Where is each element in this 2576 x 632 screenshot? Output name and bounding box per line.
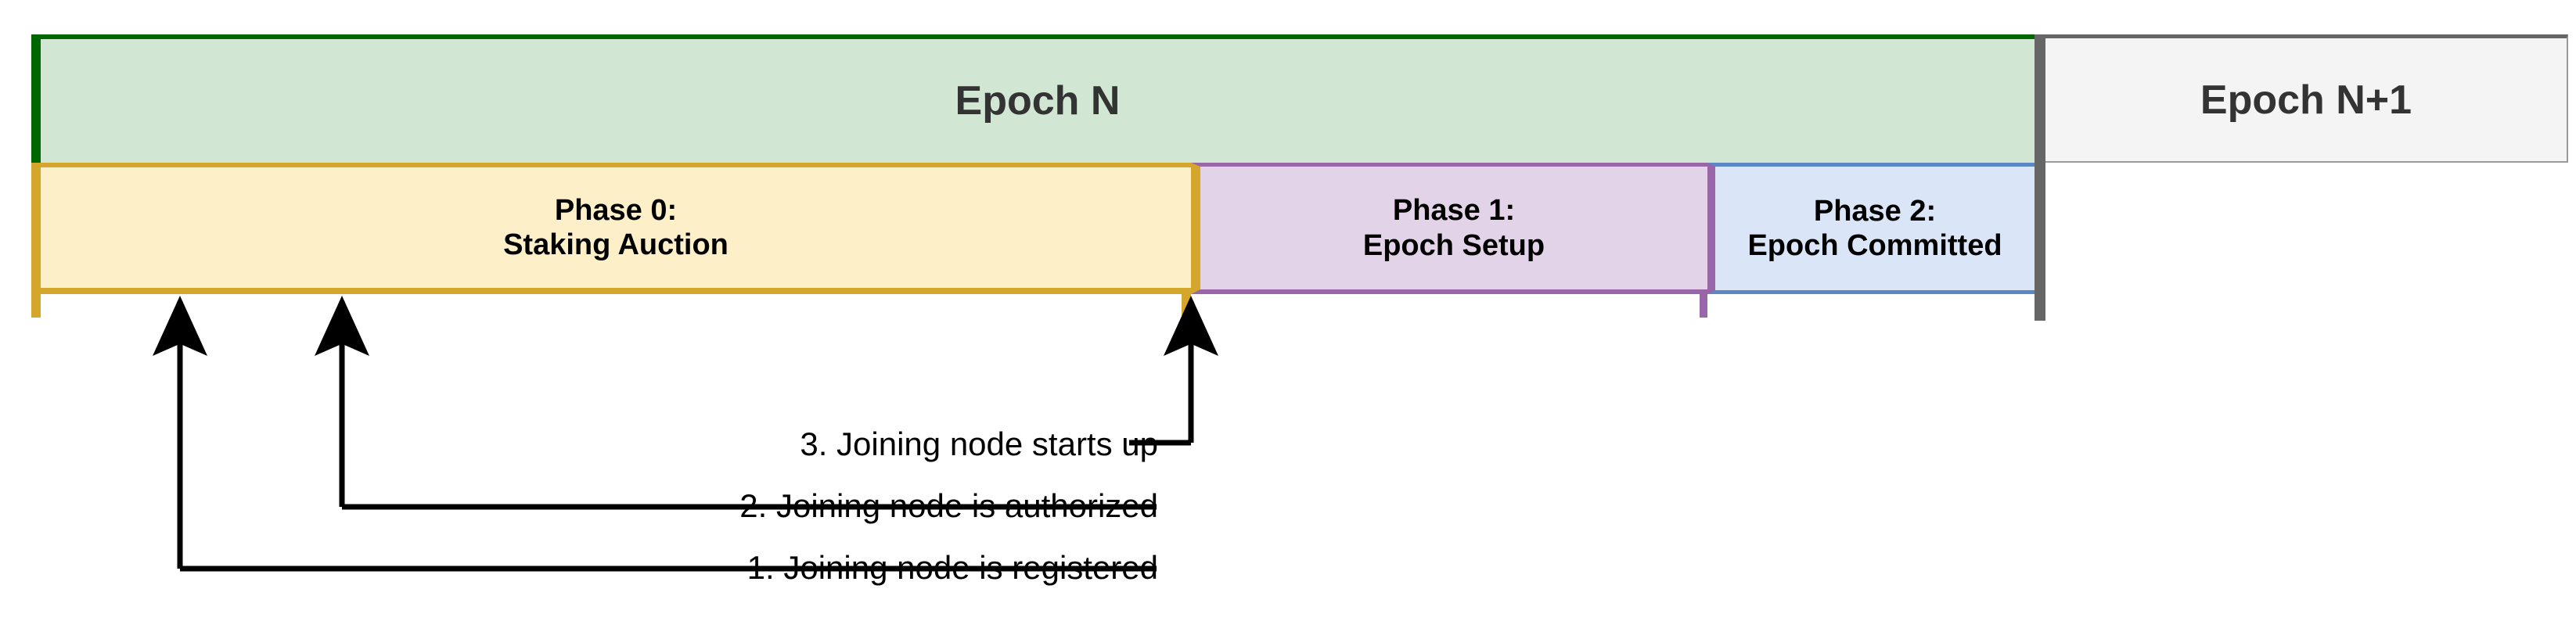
- callout-3-label: 3. Joining node starts up: [800, 426, 1158, 462]
- callout-1-label: 1. Joining node is registered: [747, 549, 1158, 586]
- phase-0-name: Staking Auction: [503, 228, 729, 261]
- callout-3-connector: [1129, 296, 1218, 446]
- phase-2-number: Phase 2:: [1813, 194, 1937, 228]
- phase-0-number: Phase 0:: [554, 193, 678, 227]
- phase-2-box: Phase 2: Epoch Committed: [1707, 163, 2035, 294]
- epoch-n-box: Epoch N: [31, 34, 2035, 163]
- phase-1-box: Phase 1: Epoch Setup: [1191, 163, 1707, 294]
- phase-2-name: Epoch Committed: [1747, 229, 2002, 262]
- callout-2-label: 2. Joining node is authorized: [739, 487, 1158, 524]
- phase-0-start-tick: [31, 294, 41, 318]
- phase-1-name: Epoch Setup: [1362, 228, 1545, 262]
- epoch-n-plus-1-box: Epoch N+1: [2045, 34, 2568, 163]
- callout-1-connector: [153, 296, 1157, 572]
- phase-1-end-tick: [1700, 294, 1707, 318]
- epoch-n-plus-1-label: Epoch N+1: [2200, 77, 2412, 123]
- epoch-boundary-divider: [2035, 34, 2045, 321]
- phase-0-box: Phase 0: Staking Auction: [31, 163, 1191, 294]
- epoch-n-label: Epoch N: [955, 78, 1121, 124]
- phase-1-number: Phase 1:: [1392, 194, 1516, 228]
- callout-2-connector: [315, 296, 1157, 510]
